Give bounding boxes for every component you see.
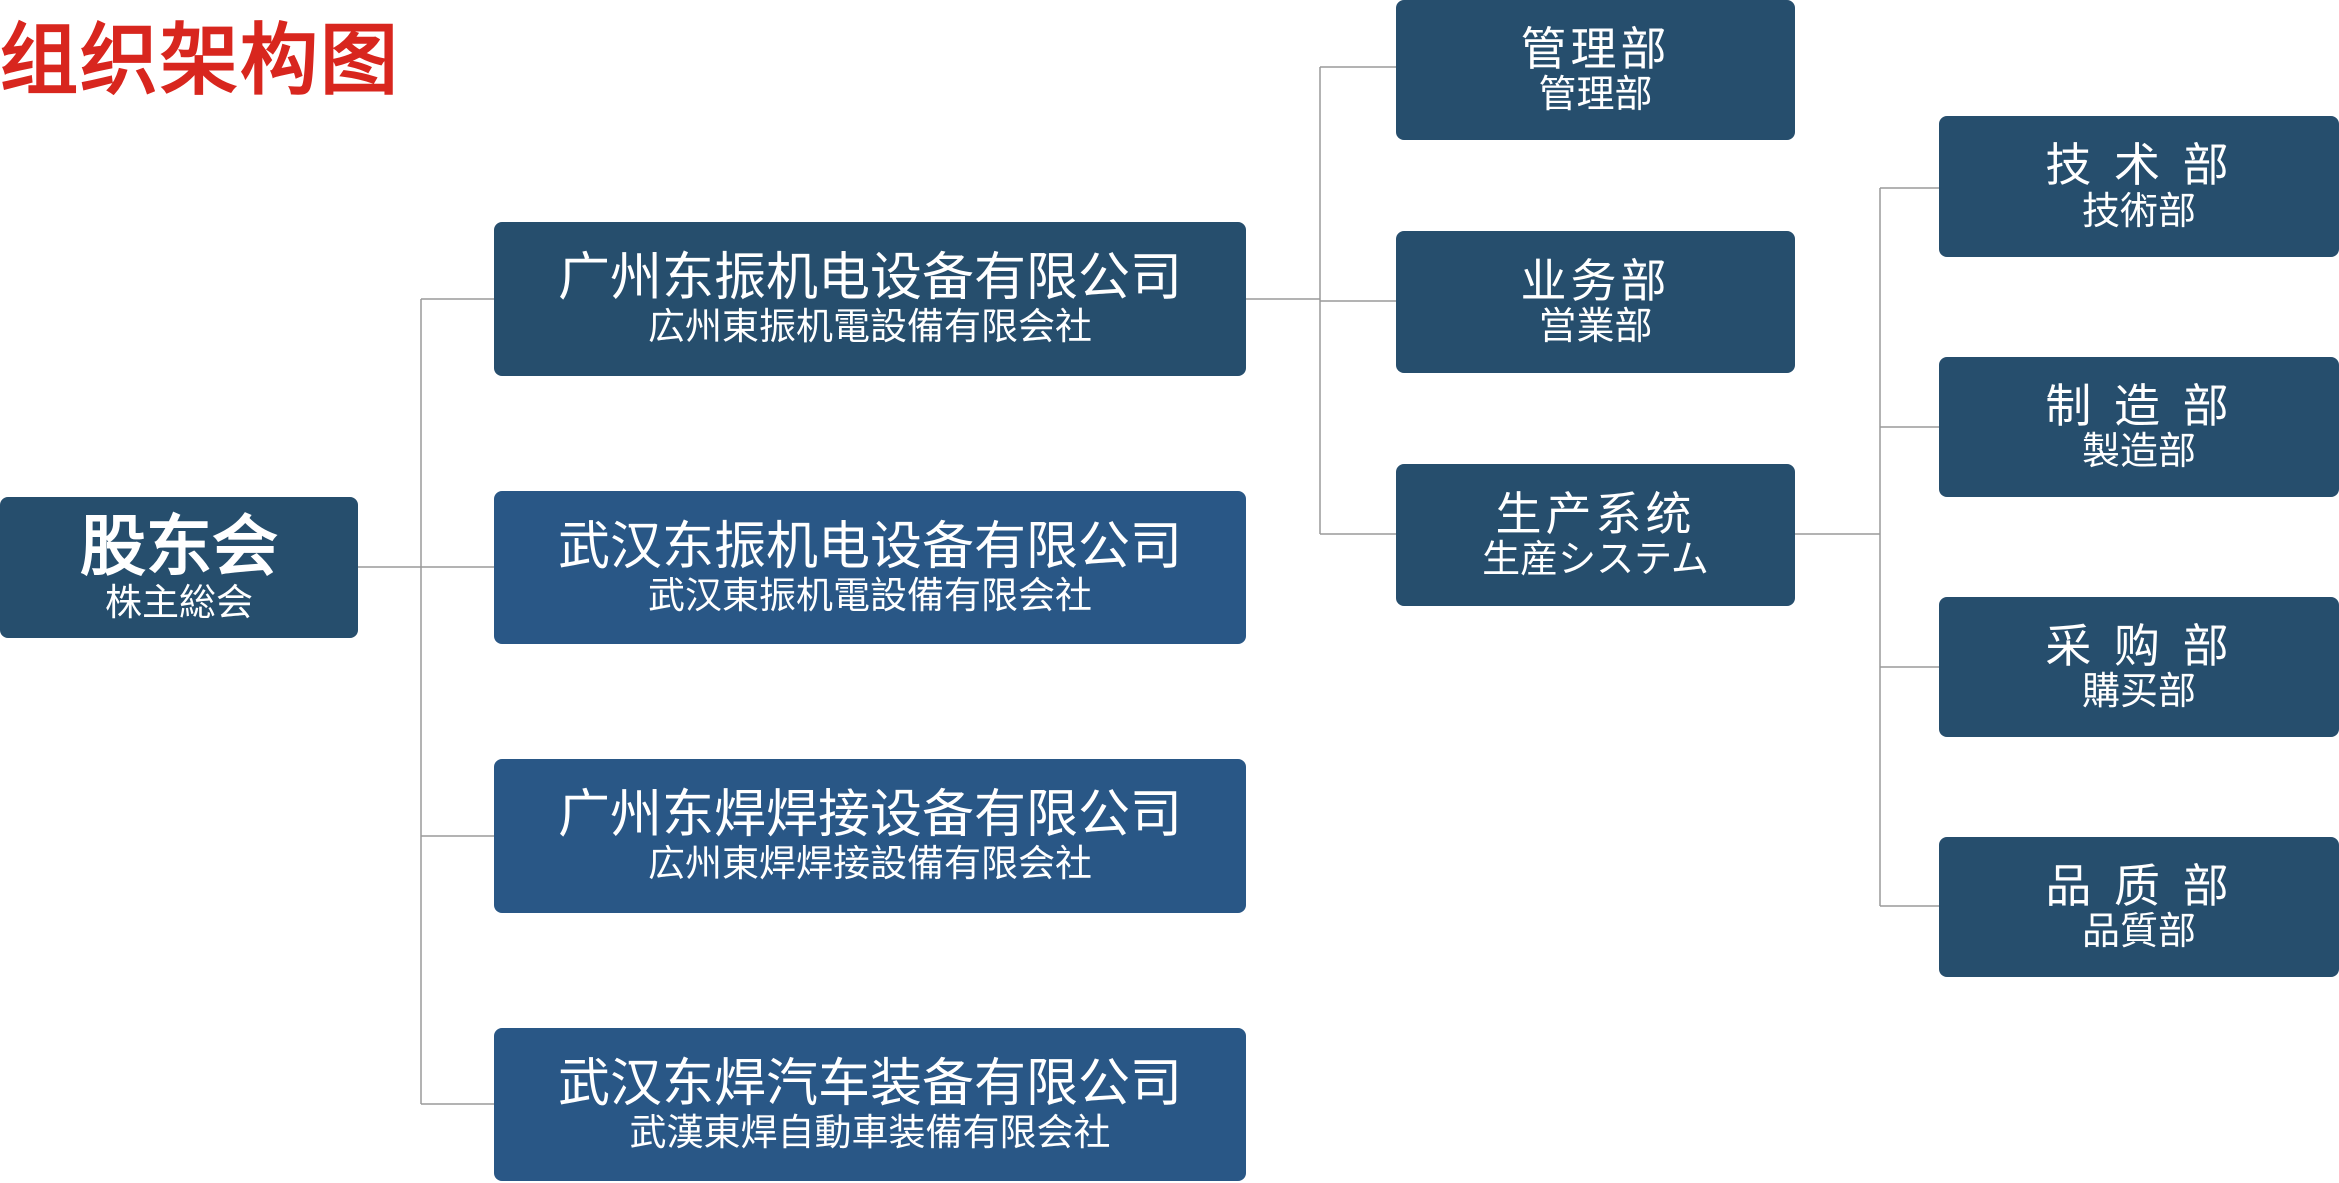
node-sublabel: 広州東振机電設備有限会社 [648, 305, 1092, 349]
node-label: 技 术 部 [2045, 138, 2233, 193]
node-sublabel: 武漢東焊自動車装備有限会社 [629, 1110, 1111, 1154]
node-sublabel: 武汉東振机電設備有限会社 [648, 573, 1092, 617]
node-label: 品 质 部 [2045, 858, 2233, 913]
node-label: 业务部 [1520, 253, 1671, 308]
node-quality-dept[interactable]: 品 质 部 品質部 [1939, 837, 2339, 977]
node-label: 生产系统 [1495, 486, 1696, 541]
node-label: 采 购 部 [2045, 618, 2233, 673]
node-label: 武汉东振机电设备有限公司 [557, 516, 1182, 577]
node-sublabel: 製造部 [2081, 429, 2196, 474]
node-company-guangzhou-dongzhen[interactable]: 广州东振机电设备有限公司 広州東振机電設備有限会社 [494, 222, 1246, 376]
node-sublabel: 営業部 [1538, 304, 1653, 349]
page-title: 组织架构图 [0, 16, 401, 106]
node-sublabel: 品質部 [2081, 909, 2196, 954]
node-label: 制 造 部 [2045, 378, 2233, 433]
node-sublabel: 生産システム [1482, 537, 1709, 582]
node-management-dept[interactable]: 管理部 管理部 [1396, 0, 1795, 140]
node-label: 股东会 [80, 507, 278, 585]
node-label: 武汉东焊汽车装备有限公司 [557, 1053, 1182, 1114]
node-label: 广州东振机电设备有限公司 [557, 248, 1182, 309]
node-company-guangzhou-donghan[interactable]: 广州东焊焊接设备有限公司 広州東焊焊接設備有限会社 [494, 759, 1246, 913]
node-technology-dept[interactable]: 技 术 部 技術部 [1939, 116, 2339, 257]
node-purchasing-dept[interactable]: 采 购 部 購买部 [1939, 597, 2339, 737]
node-label: 广州东焊焊接设备有限公司 [557, 785, 1182, 846]
node-company-wuhan-donghan[interactable]: 武汉东焊汽车装备有限公司 武漢東焊自動車装備有限会社 [494, 1028, 1246, 1181]
node-sublabel: 株主総会 [105, 581, 253, 625]
node-sublabel: 管理部 [1538, 72, 1653, 117]
node-sublabel: 購买部 [2081, 669, 2196, 714]
node-production-system[interactable]: 生产系统 生産システム [1396, 464, 1795, 606]
node-sales-dept[interactable]: 业务部 営業部 [1396, 231, 1795, 373]
node-label: 管理部 [1520, 21, 1671, 76]
node-company-wuhan-dongzhen[interactable]: 武汉东振机电设备有限公司 武汉東振机電設備有限会社 [494, 491, 1246, 644]
node-manufacturing-dept[interactable]: 制 造 部 製造部 [1939, 357, 2339, 497]
node-sublabel: 広州東焊焊接設備有限会社 [648, 842, 1092, 886]
node-sublabel: 技術部 [2081, 188, 2196, 233]
node-shareholders-meeting[interactable]: 股东会 株主総会 [0, 497, 358, 638]
